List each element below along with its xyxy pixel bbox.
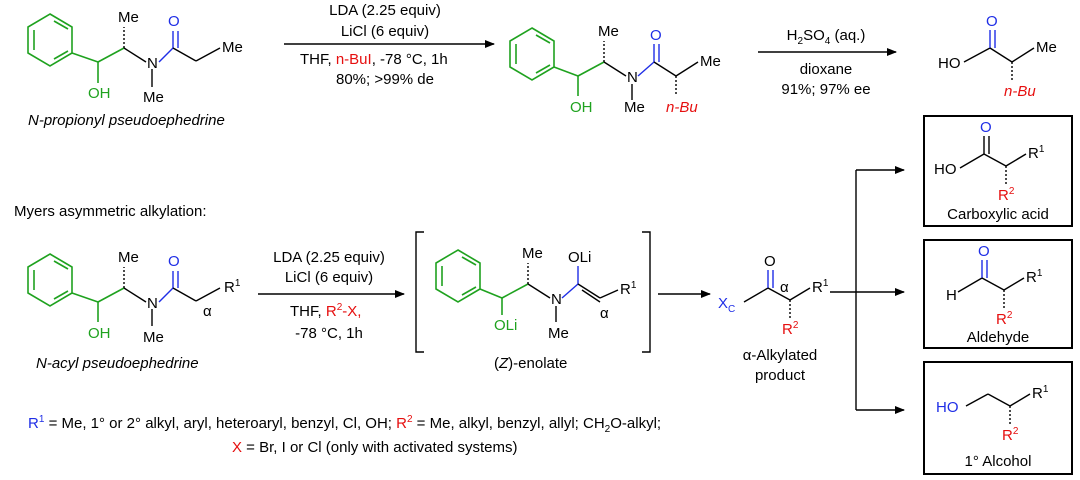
enolate-alpha: α [600, 305, 609, 322]
enolate-nme: Me [548, 325, 569, 342]
top-start-o: O [168, 13, 180, 30]
enolate-me: Me [522, 245, 543, 262]
footnote-line2: X = Br, I or Cl (only with activated sys… [232, 439, 518, 456]
top-start-nme: Me [143, 89, 164, 106]
top-start-oh: OH [88, 85, 111, 102]
top-product-me-alpha: Me [700, 53, 721, 70]
enolate-oli-bottom: OLi [494, 317, 517, 334]
arrow3-line3: THF, R2-X, [290, 302, 361, 320]
left-bracket [415, 231, 424, 353]
box1-label: Carboxylic acid [947, 206, 1049, 223]
alk-xc: XC [718, 295, 735, 315]
arrow2-line1: H2SO4 (aq.) [787, 27, 866, 47]
enolate-oli-top: OLi [568, 249, 591, 266]
bottom-start-nme: Me [143, 329, 164, 346]
arrow3-line4: -78 °C, 1h [295, 325, 363, 342]
top-product-nbu: n-Bu [666, 99, 698, 116]
benzene-ring [27, 13, 73, 67]
bottom-start-molecule: Me O N R1 α OH Me [27, 249, 241, 346]
arrow3-line1: LDA (2.25 equiv) [273, 249, 385, 266]
bottom-start-caption: N-acyl pseudoephedrine [36, 355, 199, 372]
top-start-me: Me [118, 9, 139, 26]
alkylated-product: O XC α R1 R2 [718, 253, 829, 338]
box2-h: H [946, 287, 957, 304]
enolate-molecule: Me OLi N R1 α OLi Me [435, 245, 637, 342]
box2-label: Aldehyde [967, 329, 1030, 346]
box-carboxylic-acid: O HO R1 R2 Carboxylic acid [923, 115, 1073, 227]
arrow1-line2: LiCl (6 equiv) [341, 23, 429, 40]
bottom-start-o: O [168, 253, 180, 270]
top-start-molecule: Me O N Me OH Me [27, 9, 243, 106]
arrow3-line2: LiCl (6 equiv) [285, 269, 373, 286]
acid-ho: HO [938, 55, 961, 72]
arrow2-line2: dioxane [800, 61, 853, 78]
bottom-start-oh: OH [88, 325, 111, 342]
box3-ho: HO [936, 399, 959, 416]
box3-label: 1° Alcohol [965, 453, 1032, 470]
top-product-n: N [627, 69, 638, 86]
benzene-ring [27, 253, 73, 307]
top-product-nme: Me [624, 99, 645, 116]
alk-r2: R2 [782, 320, 799, 338]
top-start-caption: N-propionyl pseudoephedrine [28, 112, 225, 129]
box-alcohol: HO R1 R2 1° Alcohol [923, 361, 1073, 475]
arrow2-line3: 91%; 97% ee [781, 81, 870, 98]
acid-o: O [986, 13, 998, 30]
bottom-start-r1: R1 [224, 278, 241, 296]
bottom-start-me: Me [118, 249, 139, 266]
alk-alpha: α [780, 279, 789, 296]
top-start-me2: Me [222, 39, 243, 56]
alk-caption-2: product [755, 367, 806, 384]
enolate-n: N [551, 291, 562, 308]
box-aldehyde: O H R1 R2 Aldehyde [923, 239, 1073, 349]
arrow1-line3: THF, n-BuI, -78 °C, 1h [300, 51, 448, 68]
right-bracket [642, 231, 651, 353]
arrow1-line4: 80%; >99% de [336, 71, 434, 88]
top-product-molecule: Me O N Me OH Me n-Bu [509, 23, 721, 116]
acid-nbu: n-Bu [1004, 83, 1036, 100]
top-start-n: N [147, 55, 158, 72]
acid-me: Me [1036, 39, 1057, 56]
arrow1-line1: LDA (2.25 equiv) [329, 2, 441, 19]
box1-ho: HO [934, 161, 957, 178]
footnote-line1: R1 = Me, 1° or 2° alkyl, aryl, heteroary… [28, 414, 661, 435]
benzene-ring [435, 249, 481, 303]
enolate-caption: (Z)-enolate [494, 355, 567, 372]
bottom-start-n: N [147, 295, 158, 312]
box2-o: O [978, 243, 990, 260]
alk-caption-1: α-Alkylated [743, 347, 818, 364]
box1-o: O [980, 119, 992, 136]
top-product-o: O [650, 27, 662, 44]
top-acid-molecule: O HO Me n-Bu [938, 13, 1057, 100]
alk-o: O [764, 253, 776, 270]
enolate-r1: R1 [620, 280, 637, 298]
bottom-start-alpha: α [203, 303, 212, 320]
section-title: Myers asymmetric alkylation: [14, 203, 207, 220]
alk-r1: R1 [812, 278, 829, 296]
top-product-oh: OH [570, 99, 593, 116]
top-product-me: Me [598, 23, 619, 40]
benzene-ring [509, 27, 555, 81]
